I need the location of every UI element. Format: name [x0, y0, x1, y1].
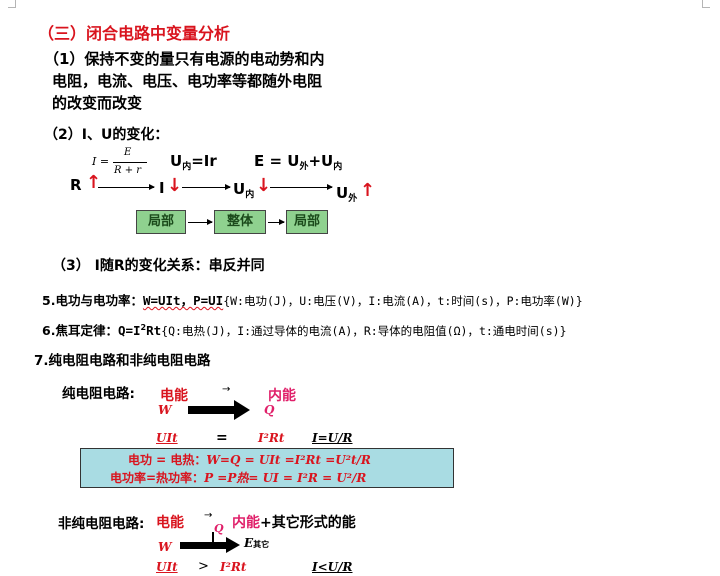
nonpure-small-arrow: → — [204, 510, 213, 521]
arrow-up-icon: ↑ — [86, 172, 102, 193]
pure-UIt: UIt — [156, 431, 178, 445]
pure-I-eq: I=U/R — [312, 431, 353, 445]
item2-label: （2）I、U的变化： — [44, 127, 169, 143]
box-whole: 整体 — [214, 210, 266, 234]
flow-arrow-1 — [98, 184, 155, 190]
arrow-up-icon: ↑ — [360, 180, 376, 201]
formula-denominator: R + r — [114, 165, 142, 176]
flow-U-out: U外 — [336, 184, 358, 204]
box-arrow-2 — [268, 219, 285, 225]
nonpure-Q: Q — [214, 522, 224, 535]
formula-fraction-bar — [113, 162, 147, 163]
nonpure-thick-arrow — [180, 542, 228, 549]
box-local-1: 局部 — [136, 210, 186, 234]
pure-small-arrow: → — [222, 384, 231, 395]
nonpure-UIt: UIt — [156, 560, 178, 574]
nonpure-label: 非纯电阻电路: — [58, 516, 145, 532]
nonpure-energy: 内能+其它形式的能 — [232, 515, 356, 531]
item1-line2: 电阻，电流、电压、电功率等都随外电阻 — [52, 72, 323, 90]
nonpure-I-lt: I<U/R — [312, 560, 353, 574]
pure-thick-arrow — [188, 406, 236, 414]
pure-thick-arrowhead — [234, 400, 250, 420]
nonpure-W: W — [158, 540, 172, 554]
flow-I: I — [159, 179, 165, 197]
flow-U-in: U内 — [233, 180, 255, 200]
pure-box-line1: 电功 = 电热：W=Q = UIt =I²Rt =U²t/R — [128, 453, 371, 467]
corner-mark-top-right — [702, 0, 710, 8]
box-local-2: 局部 — [286, 210, 328, 234]
nonpure-branch-line — [212, 532, 214, 544]
pure-box-line2: 电功率=热功率：P =P热= UI = I²R = U²/R — [110, 471, 367, 485]
nonpure-gt: > — [198, 559, 209, 574]
pure-formula-box — [80, 448, 454, 488]
item7: 7.纯电阻电路和非纯电阻电路 — [34, 353, 211, 369]
formula-I: I = — [92, 155, 110, 168]
nonpure-I2Rt: I²Rt — [220, 560, 247, 574]
arrow-down-icon: ↓ — [167, 175, 183, 196]
pure-nei-neng: 内能 — [268, 388, 296, 404]
section-heading: （三）闭合电路中变量分析 — [38, 24, 231, 43]
item3: （3） I随R的变化关系：串反并同 — [52, 258, 265, 274]
corner-mark-top-left — [8, 0, 16, 8]
pure-eq: = — [216, 430, 228, 446]
item5: 5.电功与电功率：W=UIt，P=UI{W:电功(J)，U:电压(V)，I:电流… — [42, 293, 583, 308]
item6: 6.焦耳定律：Q=I2Rt{Q:电热(J)，I:通过导体的电流(A)，R:导体的… — [42, 322, 567, 338]
pure-Q: Q — [264, 403, 275, 417]
formula-numerator: E — [124, 147, 132, 158]
nonpure-dian-neng: 电能 — [156, 515, 184, 531]
pure-I2Rt: I²Rt — [258, 431, 285, 445]
flow-arrow-2 — [182, 184, 231, 190]
pure-label: 纯电阻电路: — [62, 386, 135, 402]
e-equation: E = U外+U内 — [254, 152, 343, 172]
nonpure-E: E其它 — [244, 536, 270, 550]
box-arrow-1 — [188, 219, 213, 225]
pure-W: W — [158, 403, 172, 417]
nonpure-thick-arrowhead — [226, 537, 240, 553]
flow-arrow-3 — [270, 184, 333, 190]
item1-line3: 的改变而改变 — [52, 94, 143, 112]
arrow-down-icon: ↓ — [256, 175, 272, 196]
pure-dian-neng: 电能 — [160, 388, 188, 404]
u-nei-equation: U内=Ir — [170, 152, 217, 172]
item1-line1: （1）保持不变的量只有电源的电动势和内 — [44, 50, 325, 68]
item5-formula: W=UIt，P=UI — [142, 293, 224, 308]
flow-R: R — [70, 176, 82, 194]
